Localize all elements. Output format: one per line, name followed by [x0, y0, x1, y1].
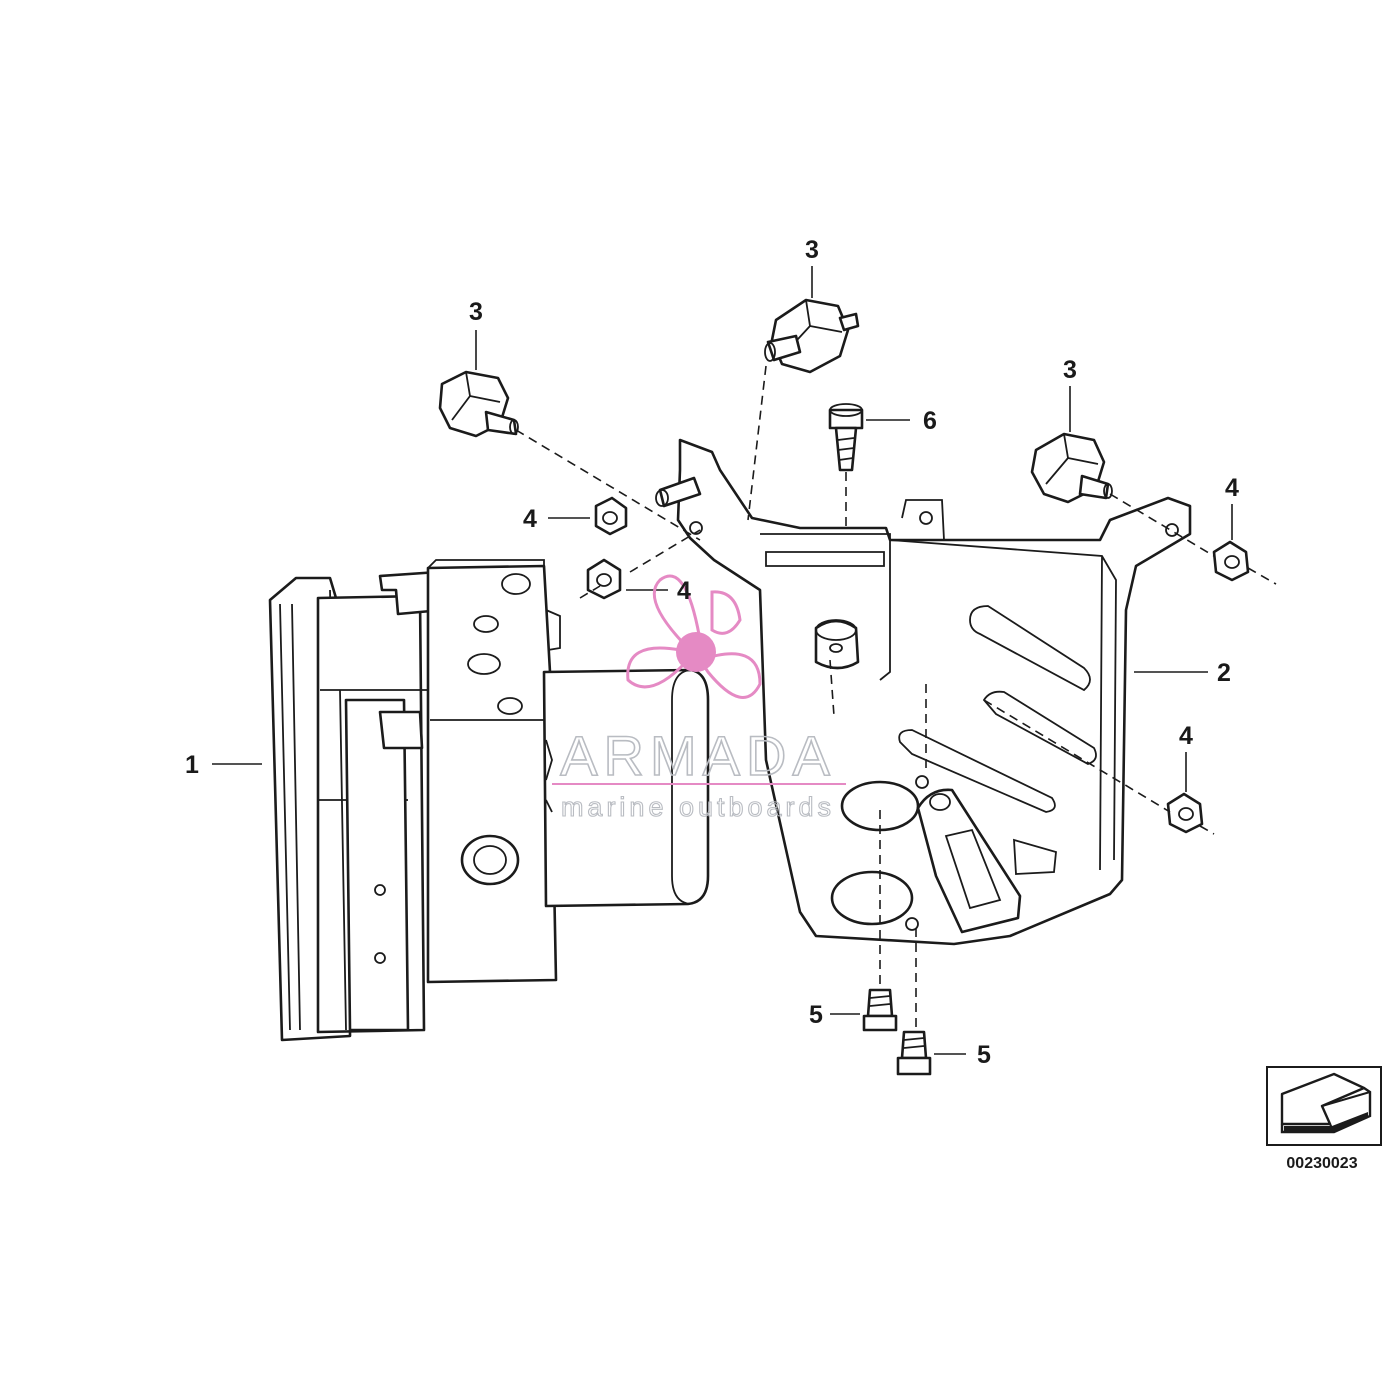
orientation-box: 00230023 [1266, 1066, 1382, 1172]
screw-5-right[interactable] [896, 1030, 932, 1076]
leader-lines [212, 266, 1233, 1055]
hex-nut-upper[interactable] [594, 496, 628, 536]
callout-4-right-upper: 4 [1225, 474, 1239, 502]
rubber-mount-center[interactable] [764, 298, 860, 374]
callout-3-center: 3 [805, 236, 819, 264]
callout-6: 6 [923, 407, 937, 435]
watermark-subtitle: marine outboards [561, 792, 835, 822]
callout-4-upper: 4 [523, 505, 537, 533]
callout-5-left: 5 [809, 1001, 823, 1029]
watermark: ARMADA marine outboards [552, 574, 846, 823]
watermark-title: ARMADA [560, 724, 836, 787]
abs-hydraulic-unit[interactable] [268, 559, 710, 1042]
callout-5-right: 5 [977, 1041, 991, 1069]
screw-6[interactable] [828, 403, 864, 472]
hex-nut-lower[interactable] [586, 558, 622, 600]
rubber-mount-left[interactable] [438, 370, 519, 438]
callout-3-left: 3 [469, 298, 483, 326]
callout-4-right-lower: 4 [1179, 722, 1193, 750]
assembly-lines [515, 365, 1277, 1030]
hex-nut-right-lower[interactable] [1166, 792, 1204, 834]
rubber-mount-right[interactable] [1030, 432, 1113, 504]
screw-5-left[interactable] [862, 988, 898, 1032]
callout-2: 2 [1217, 659, 1231, 687]
callout-3-right: 3 [1063, 356, 1077, 384]
reference-code: 00230023 [1286, 1155, 1357, 1172]
callout-4-lower: 4 [677, 577, 691, 605]
callout-1: 1 [185, 751, 199, 779]
propeller-icon [626, 574, 762, 699]
hex-nut-right-upper[interactable] [1212, 540, 1250, 582]
direction-arrow-icon [1280, 1072, 1372, 1134]
mounting-bracket[interactable] [655, 438, 1192, 946]
callout-labels: 1 2 3 3 3 4 4 4 4 5 5 6 [185, 236, 1239, 1069]
